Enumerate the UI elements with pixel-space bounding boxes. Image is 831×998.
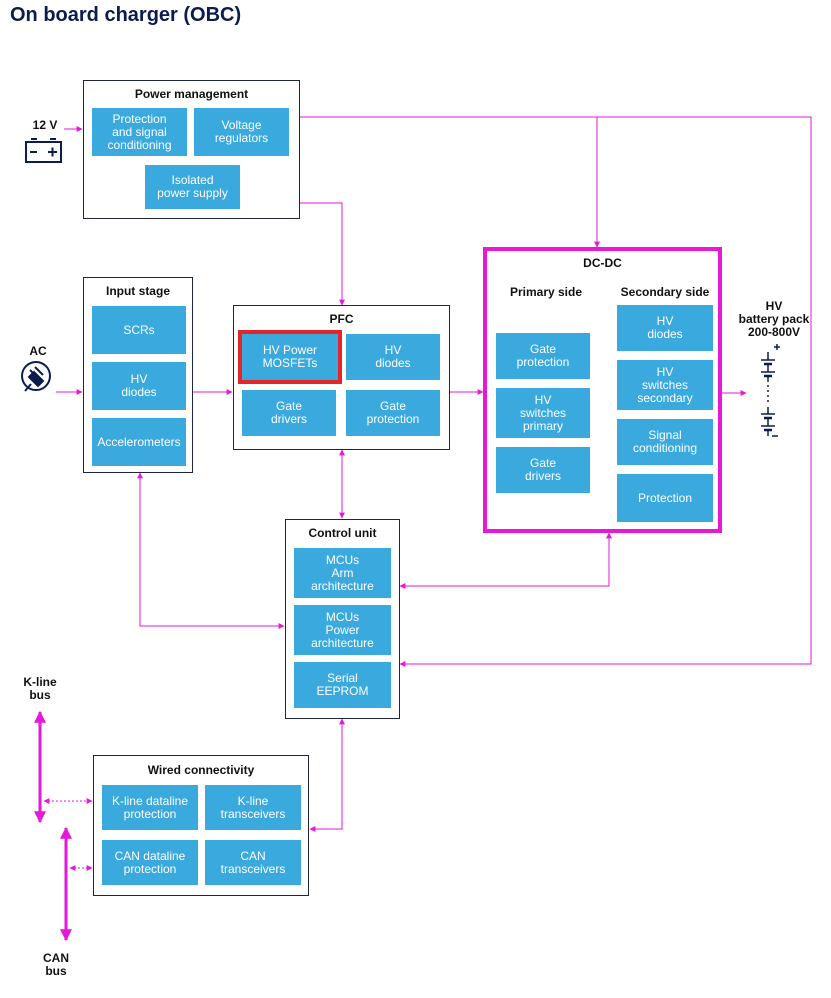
pfc-block: PFC HV Power MOSFETs HV diodes Gate driv… <box>233 305 450 450</box>
kline-dataline-protection: K-line dataline protection <box>102 785 198 830</box>
page-title: On board charger (OBC) <box>10 4 242 26</box>
mcus-power-architecture: MCUs Power architecture <box>294 605 391 655</box>
input-hv-diodes: HV diodes <box>92 362 186 410</box>
input-stage-block: Input stage SCRs HV diodes Accelerometer… <box>83 277 193 473</box>
dcdc-protection: Protection <box>617 474 713 522</box>
wire-power-to-pfc <box>300 202 345 306</box>
mcus-arm-architecture: MCUs Arm architecture <box>294 548 391 598</box>
input-stage-title: Input stage <box>105 284 170 298</box>
kline-transceivers: K-line transceivers <box>205 785 301 830</box>
accelerometers: Accelerometers <box>92 418 186 466</box>
battery-12v-icon <box>25 138 62 163</box>
label-12v: 12 V <box>32 118 58 132</box>
dcdc-signal-conditioning: Signal conditioning <box>617 419 713 465</box>
power-management-title: Power management <box>134 87 249 101</box>
dcdc-primary-title: Primary side <box>509 285 583 299</box>
label-can-bus: CAN bus <box>43 951 69 978</box>
dcdc-gate-protection: Gate protection <box>496 333 590 379</box>
dcdc-hv-diodes: HV diodes <box>617 305 713 351</box>
wired-connectivity-title: Wired connectivity <box>147 763 255 777</box>
scrs: SCRs <box>92 306 186 354</box>
pfc-title: PFC <box>329 312 354 326</box>
hv-power-mosfets: HV Power MOSFETs <box>238 330 342 384</box>
hv-switches-secondary: HV switches secondary <box>617 360 713 410</box>
dcdc-block: DC-DC Primary side Secondary side Gate p… <box>483 247 722 533</box>
dcdc-gate-drivers: Gate drivers <box>496 447 590 493</box>
wire-input-control <box>137 472 285 629</box>
wire-power-to-control <box>300 116 812 667</box>
ac-plug-icon <box>21 361 51 392</box>
protection-signal-conditioning: Protection and signal conditioning <box>92 108 187 156</box>
pfc-gate-protection: Gate protection <box>346 390 440 436</box>
voltage-regulators: Voltage regulators <box>194 108 289 156</box>
power-management-block: Power management Protection and signal c… <box>83 80 300 219</box>
pfc-hv-diodes: HV diodes <box>346 334 440 380</box>
control-unit-title: Control unit <box>308 526 377 540</box>
hv-switches-primary: HV switches primary <box>496 388 590 438</box>
dcdc-title: DC-DC <box>583 256 622 270</box>
pfc-gate-drivers: Gate drivers <box>242 390 336 436</box>
wired-connectivity-block: Wired connectivity K-line dataline prote… <box>93 755 309 896</box>
isolated-power-supply: Isolated power supply <box>145 165 240 209</box>
label-ac: AC <box>29 344 47 358</box>
hv-battery-icon <box>761 344 780 437</box>
wire-control-wired <box>309 718 345 832</box>
can-dataline-protection: CAN dataline protection <box>102 840 198 885</box>
wire-dcdc-control <box>399 532 612 589</box>
can-transceivers: CAN transceivers <box>205 840 301 885</box>
wire-power-to-dcdc <box>300 116 600 248</box>
control-unit-block: Control unit MCUs Arm architecture MCUs … <box>285 519 400 719</box>
label-kline-bus: K-line bus <box>23 675 57 702</box>
label-hv-battery: HV battery pack 200-800V <box>738 299 810 339</box>
dcdc-secondary-title: Secondary side <box>620 285 710 299</box>
serial-eeprom: Serial EEPROM <box>294 662 391 708</box>
